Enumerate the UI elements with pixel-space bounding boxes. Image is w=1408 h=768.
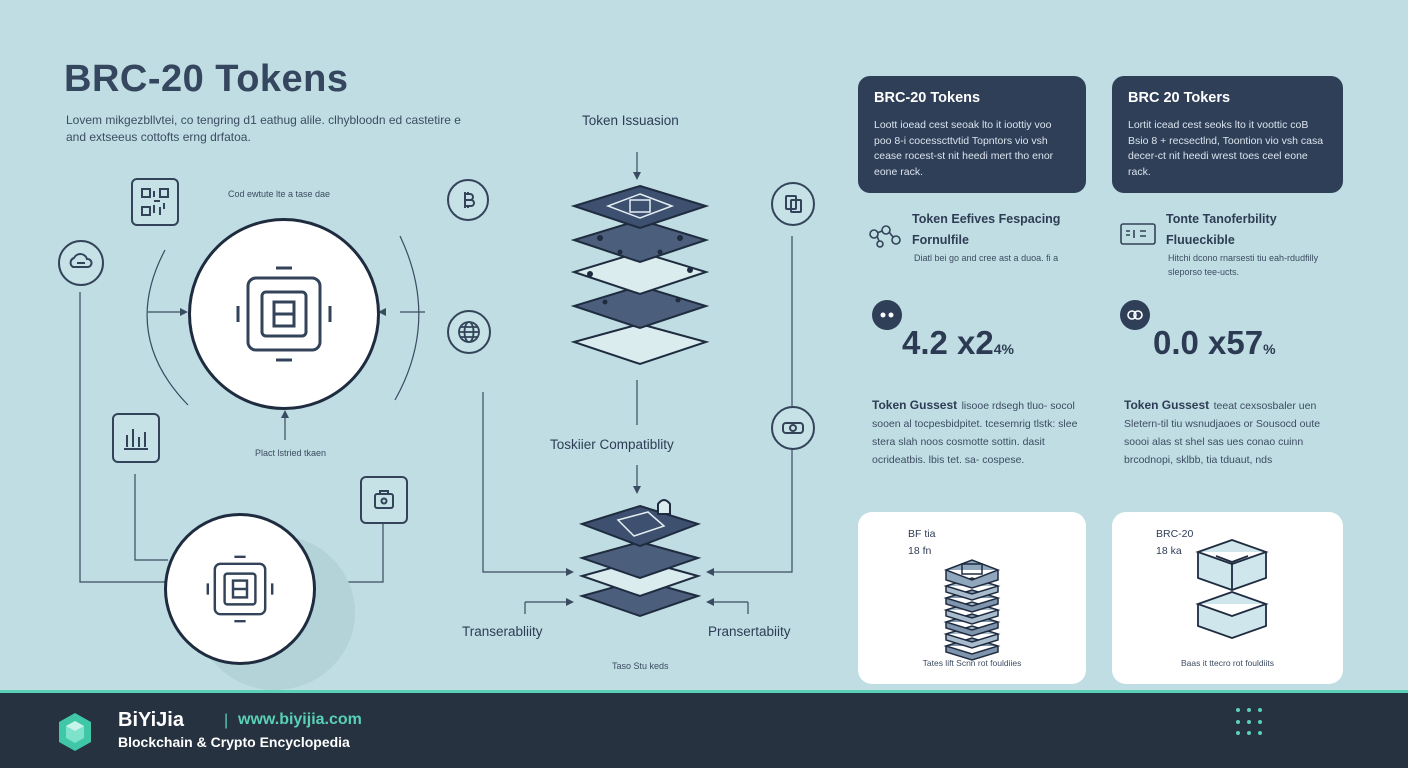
biyijia-logo-icon: [59, 713, 91, 751]
card-2-description: Token Gussest teeat cexsosbaler uen Slet…: [1124, 396, 1336, 468]
stat-2-value: 0.0 x57: [1153, 324, 1264, 361]
card-2-body: Lortit icead cest seoks lto it voottic c…: [1128, 119, 1324, 178]
wallet-lock-icon: [360, 476, 408, 524]
info-card-2: BRC 20 Tokers Lortit icead cest seoks lt…: [1112, 76, 1343, 193]
thumb-card-2-line2: 18 ka: [1156, 545, 1182, 557]
thumb-card-1-caption: Tates lift Scnn rot fouldiies: [922, 658, 1022, 668]
card-1-title: BRC-20 Tokens: [874, 90, 981, 106]
brand-tagline: Blockchain & Crypto Encyclopedia: [118, 734, 350, 750]
brand-separator: |: [224, 712, 229, 729]
card-1-feature-desc: Diatl bei go and cree ast a duoa. fi a: [914, 253, 1059, 263]
stat-1-value: 4.2 x2: [902, 324, 994, 361]
card-1-body: Loott ioead cest seoak lto it ioottiy vo…: [874, 119, 1054, 178]
globe-icon: [447, 310, 491, 354]
brand-url-link[interactable]: www.biyijia.com: [238, 711, 362, 728]
cloud-network-icon: [58, 240, 104, 286]
card-1-desc-body: lisooe rdsegh tluo- socol sooen al tocpe…: [872, 400, 1078, 466]
stat-1: 4.2 x24%: [902, 324, 1014, 362]
card-2-feature: Tonte Tanoferbility Fluueckible: [1166, 209, 1336, 251]
layered-box-icon: [1195, 539, 1269, 639]
thumb-card-2-labels: BRC-20 18 ka: [1156, 526, 1193, 560]
token-layer-stack-bottom: [578, 499, 702, 618]
thumb-card-2-caption: Baas it ttecro rot fouldiits: [1180, 658, 1275, 668]
left-top-caption: Cod ewtute lte a tase dae: [228, 189, 331, 199]
seed-phrase-icon: [1118, 220, 1158, 253]
nodes-icon: [866, 222, 904, 257]
card-1-feature: Token Eefives Fespacing Fornulfile: [912, 209, 1082, 251]
stat-2-suffix: %: [1263, 341, 1276, 357]
coin-stack-icon: [943, 559, 1001, 661]
card-2-feature-desc: Hitchi dcono rnarsesti tiu eah-rdudfilly…: [1168, 253, 1319, 277]
card-1-desc-title: Token Gussest: [872, 398, 958, 412]
left-bottom-caption: Plact lstried tkaen: [255, 448, 327, 458]
token-chip-large: [188, 218, 380, 410]
thumb-card-2: BRC-20 18 ka Baas it ttecro rot fouldiit…: [1112, 512, 1343, 684]
thumb-card-1-line1: BF tia: [908, 528, 936, 540]
chart-bars-icon: [112, 413, 160, 463]
dot-grid-menu-icon[interactable]: [1236, 708, 1264, 736]
page-title: BRC-20 Tokens: [64, 58, 349, 100]
bitcoin-icon: [447, 179, 489, 221]
card-2-feature-title: Tonte Tanoferbility Fluueckible: [1166, 212, 1277, 247]
brand-name: BiYiJia: [118, 709, 184, 731]
stat-1-icon: [872, 300, 902, 330]
qr-code-icon: [131, 178, 179, 226]
transfer-right-label: Pransertabiity: [708, 624, 791, 639]
card-2-title: BRC 20 Tokers: [1128, 90, 1231, 106]
card-1-description: Token Gussest lisooe rdsegh tluo- socol …: [872, 396, 1082, 468]
stat-2: 0.0 x57%: [1153, 324, 1276, 362]
card-1-feature-title: Token Eefives Fespacing Fornulfile: [912, 212, 1061, 247]
token-chip-small: [164, 513, 316, 665]
thumb-card-1: BF tia 18 fn Tates lift Scnn rot fouldii…: [858, 512, 1086, 684]
card-2-desc-title: Token Gussest: [1124, 398, 1210, 412]
compatibility-label: Toskiier Compatiblity: [550, 437, 674, 452]
card-2-desc-body: teeat cexsosbaler uen Sletern-til tiu ws…: [1124, 400, 1321, 466]
footer-bar: BiYiJia | www.biyijia.com Blockchain & C…: [0, 690, 1408, 768]
token-layer-stack-top: [570, 184, 710, 366]
issuance-label: Token Issuasion: [582, 113, 679, 128]
info-card-1: BRC-20 Tokens Loott ioead cest seoak lto…: [858, 76, 1086, 193]
page-subtitle: Lovem mikgezbllvtei, co tengring d1 eath…: [66, 113, 461, 144]
stat-1-suffix: 4%: [993, 341, 1014, 357]
thumb-card-1-line2: 18 fn: [908, 545, 932, 557]
thumb-card-1-labels: BF tia 18 fn: [908, 526, 935, 560]
center-bottom-caption: Taso Stu keds: [612, 661, 669, 671]
token-cash-icon: [771, 406, 815, 450]
document-copy-icon: [771, 182, 815, 226]
thumb-card-2-line1: BRC-20: [1156, 528, 1194, 540]
transfer-left-label: Transerabliity: [462, 624, 543, 639]
stat-2-icon: [1120, 300, 1150, 330]
